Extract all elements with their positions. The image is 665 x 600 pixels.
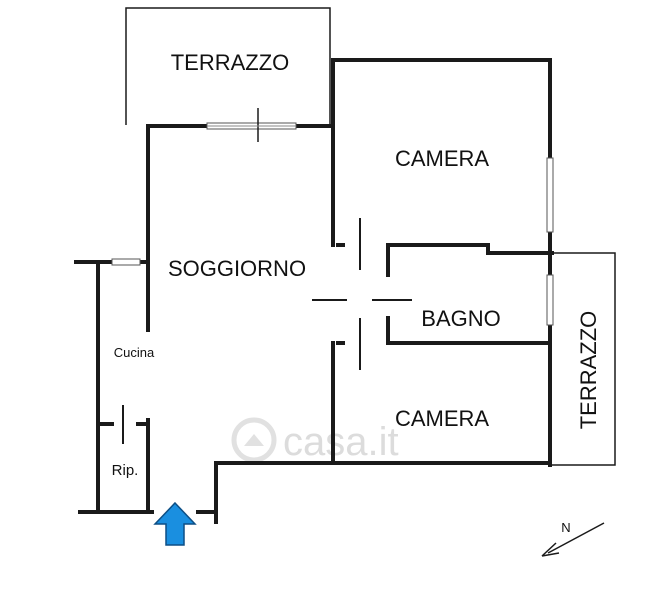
label-terrazzo-right: TERRAZZO — [576, 311, 601, 430]
label-terrazzo-top: TERRAZZO — [171, 50, 290, 75]
north-arrow-icon — [547, 522, 605, 554]
label-cucina: Cucina — [114, 345, 155, 360]
window-bagno — [546, 274, 554, 326]
terrazzo-top-outline — [125, 7, 331, 125]
windows — [111, 108, 554, 326]
compass-label: N — [561, 520, 570, 535]
label-bagno: BAGNO — [421, 306, 500, 331]
doors — [122, 218, 412, 444]
label-camera-top: CAMERA — [395, 146, 489, 171]
label-ripostiglio: Rip. — [112, 462, 139, 479]
window-cucina — [111, 258, 141, 266]
walls — [74, 58, 554, 524]
label-soggiorno: SOGGIORNO — [168, 256, 306, 281]
window-camera-top — [546, 157, 554, 233]
north-compass: N — [541, 520, 605, 557]
watermark-text: casa.it — [283, 420, 399, 464]
watermark-logo-icon — [231, 417, 277, 463]
terrazzo-right-outline — [552, 252, 616, 466]
watermark: casa.it — [231, 417, 399, 464]
label-camera-bottom: CAMERA — [395, 406, 489, 431]
entrance-arrow-icon — [153, 501, 197, 546]
